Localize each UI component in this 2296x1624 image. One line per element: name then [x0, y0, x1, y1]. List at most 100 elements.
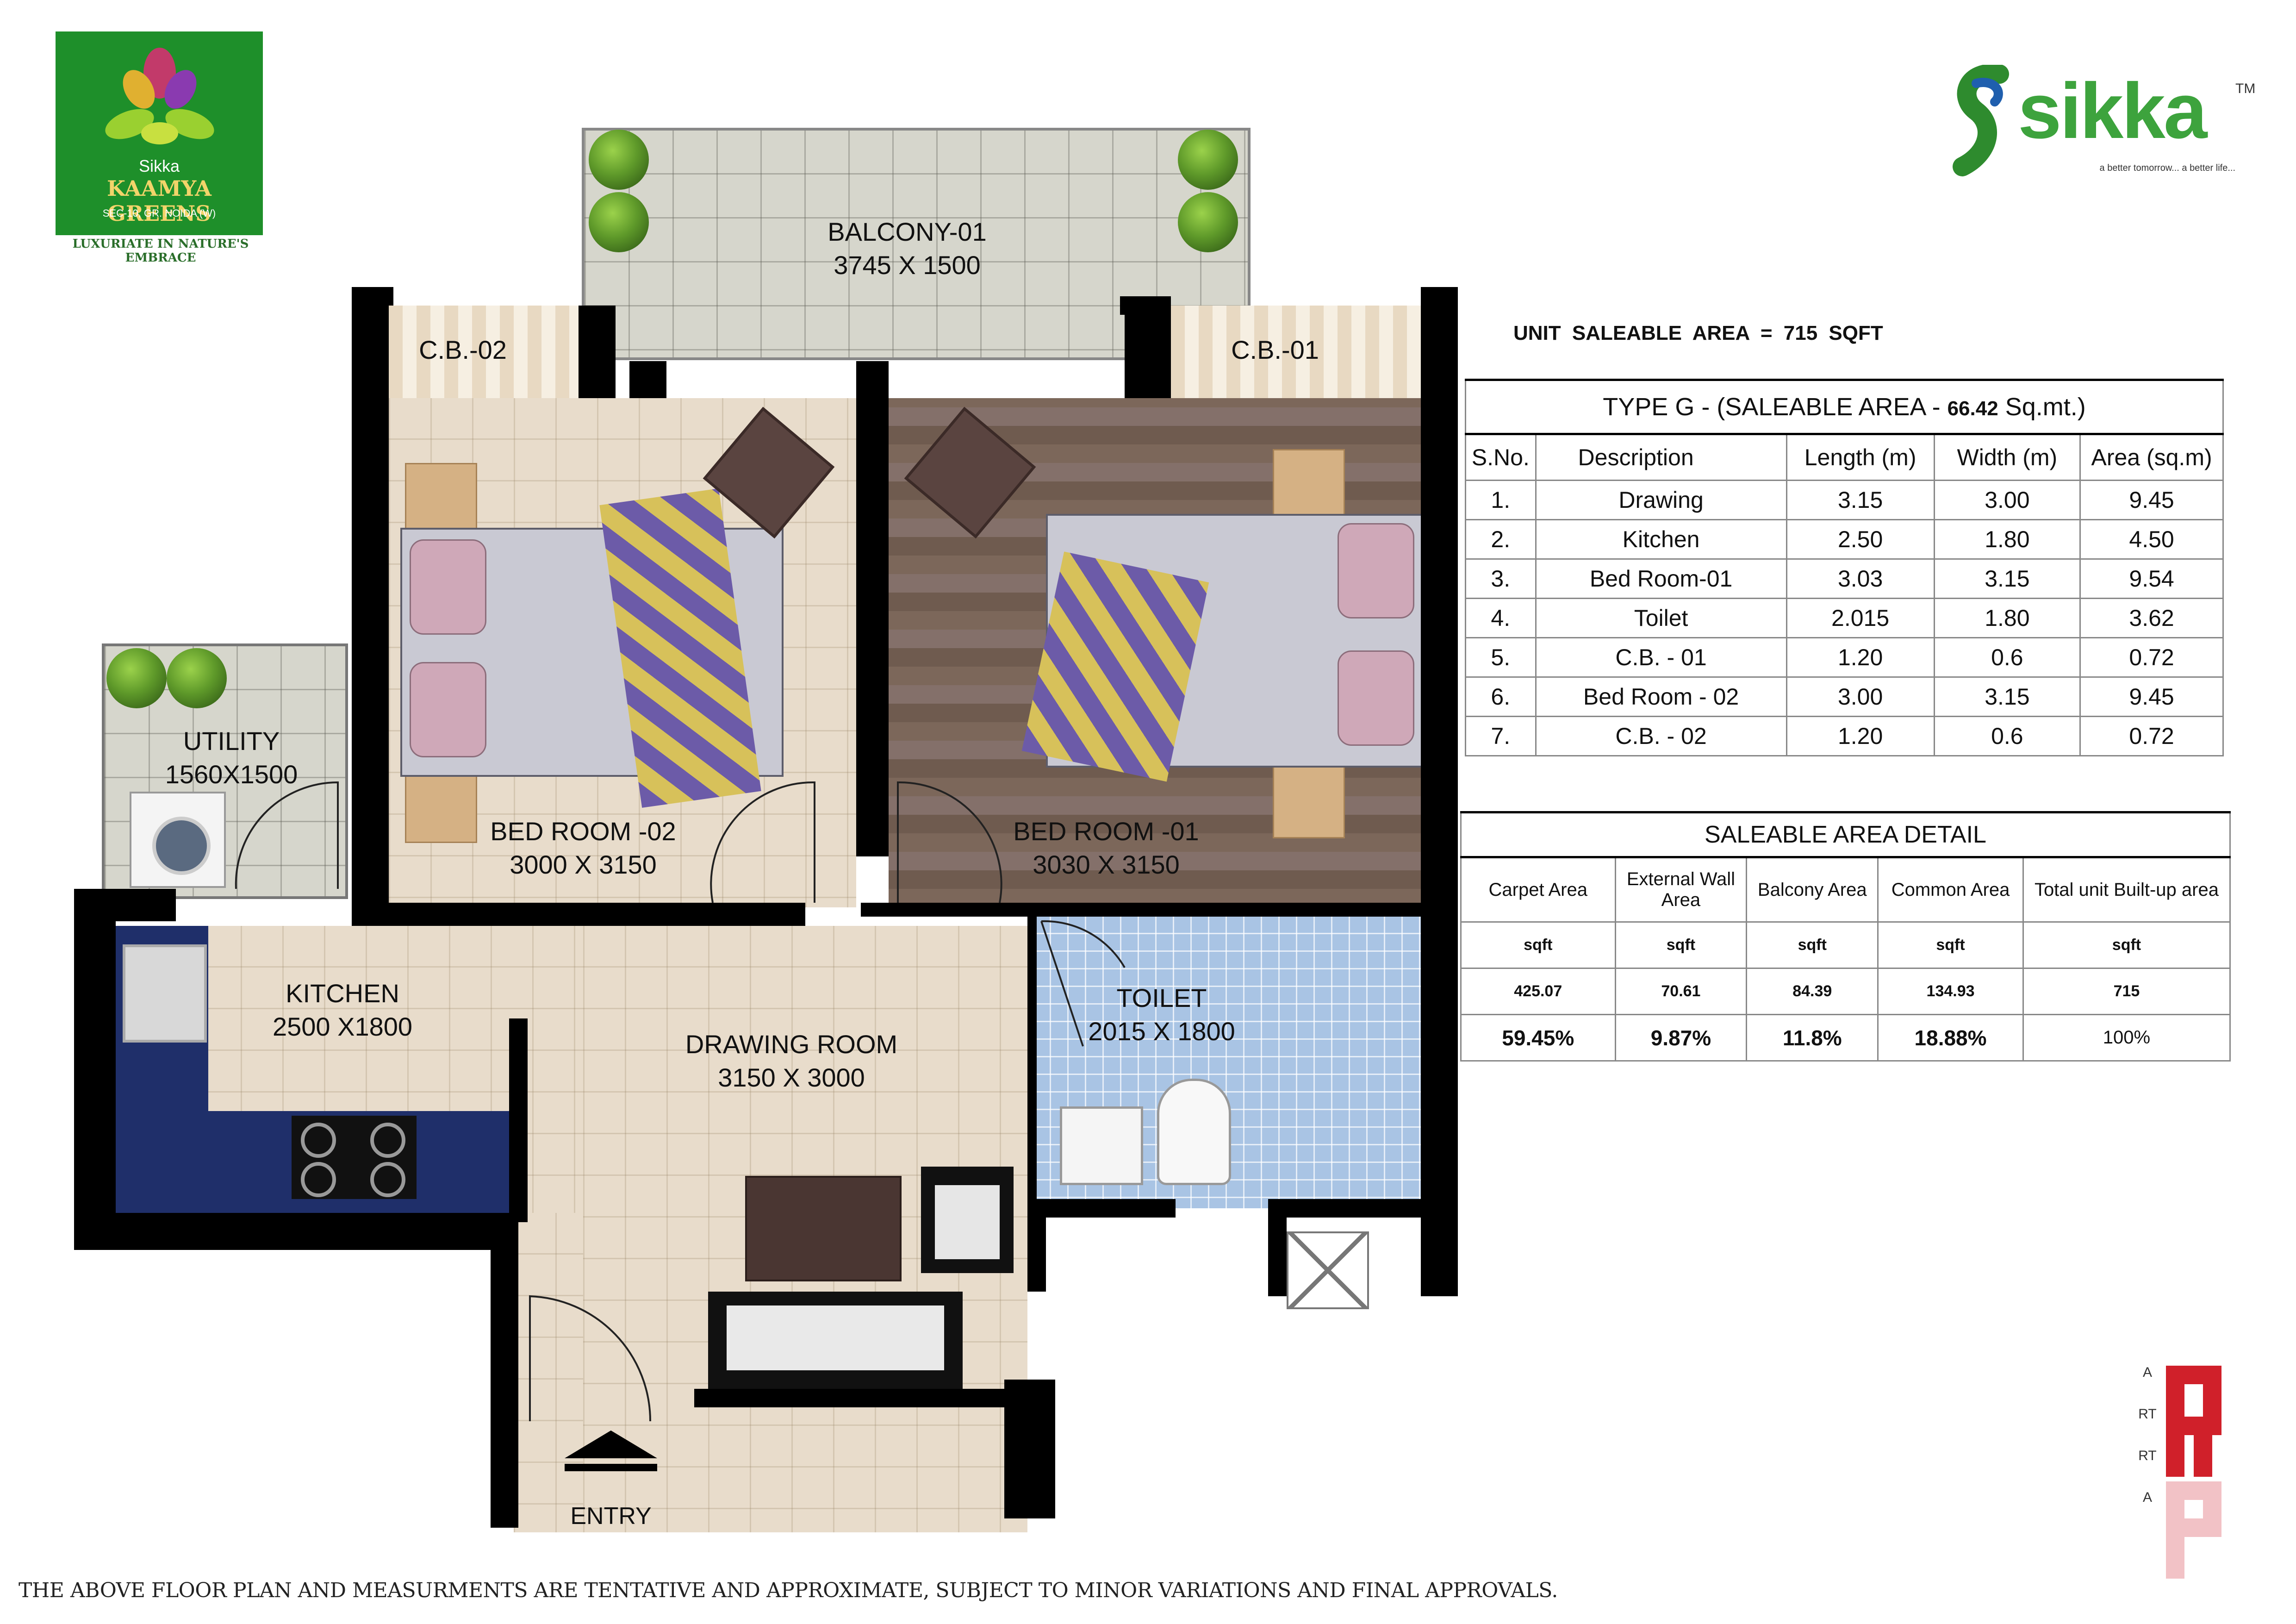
wall — [861, 903, 1421, 917]
architect-mark-icon — [2166, 1366, 2221, 1579]
shrub — [589, 130, 649, 190]
company-emblem-icon — [1953, 65, 2009, 176]
entry-arrow-icon — [565, 1430, 657, 1471]
wall — [1027, 917, 1037, 1218]
pillow — [1338, 523, 1414, 618]
saleable-table-header-cell: Carpet Area — [1460, 856, 1616, 923]
type-table-cell: 4. — [1465, 598, 1537, 638]
wall — [694, 1389, 1027, 1407]
utility-name: UTILITY — [183, 726, 280, 756]
type-table-row: 2. Kitchen 2.50 1.80 4.50 — [1465, 519, 2224, 560]
door-swing-entry — [529, 1295, 651, 1422]
company-tagline: a better tomorrow... a better life... — [2099, 163, 2235, 173]
cb01-area — [1171, 306, 1421, 398]
sink-icon — [123, 944, 207, 1043]
company-logo: sikka TM a better tomorrow... a better l… — [1935, 60, 2268, 190]
type-table-header-cell: S.No. — [1465, 433, 1537, 481]
toilet-name: TOILET — [1116, 983, 1207, 1012]
type-table-cell: 0.6 — [1933, 716, 2081, 756]
type-table-cell: 3.15 — [1933, 558, 2081, 599]
type-table-row: 6. Bed Room - 02 3.00 3.15 9.45 — [1465, 676, 2224, 717]
wall — [509, 1018, 528, 1222]
cb02-area — [389, 306, 579, 398]
type-table-cell: 5. — [1465, 637, 1537, 678]
type-table-cell: 6. — [1465, 676, 1537, 717]
wall — [1268, 1199, 1287, 1296]
saleable-area-table: SALEABLE AREA DETAIL Carpet Area Externa… — [1460, 811, 2231, 1062]
bedroom01-label: BED ROOM -01 3030 X 3150 — [977, 815, 1236, 881]
leaf-cluster-icon — [105, 48, 214, 144]
type-table-title-suffix: Sq.mt.) — [1998, 393, 2086, 421]
wc-icon — [1157, 1079, 1231, 1185]
wall — [1277, 1199, 1458, 1218]
saleable-table-percent: 9.87% — [1614, 1014, 1748, 1062]
saleable-table-percent: 18.88% — [1877, 1014, 2024, 1062]
type-table-cell: 3.00 — [1933, 480, 2081, 520]
type-table-cell: 3.62 — [2079, 598, 2224, 638]
project-name-line2: KAAMYA GREENS — [106, 176, 212, 226]
type-table-cell: 0.72 — [2079, 637, 2224, 678]
type-table-cell: 3.00 — [1786, 676, 1935, 717]
nightstand — [405, 771, 477, 843]
saleable-table-percent: 100% — [2022, 1014, 2231, 1062]
saleable-table-value: 84.39 — [1746, 968, 1879, 1015]
saleable-table-value: 134.93 — [1877, 968, 2024, 1015]
wall — [1125, 306, 1171, 398]
architect-logo: ARTRTA — [2138, 1352, 2231, 1593]
project-logo: Sikka KAAMYA GREENS SEC-10, GR. NOIDA (W… — [56, 31, 263, 235]
saleable-table-header-cell: External Wall Area — [1614, 856, 1748, 923]
type-table-row: 1. Drawing 3.15 3.00 9.45 — [1465, 480, 2224, 520]
saleable-table-value: 715 — [2022, 968, 2231, 1015]
door-swing-toilet — [1040, 920, 1126, 1047]
type-table-cell: 0.6 — [1933, 637, 2081, 678]
drawing-floor-lower — [514, 1213, 583, 1532]
type-table-title-value: 66.42 — [1947, 397, 1998, 420]
type-table-header-cell: Area (sq.m) — [2079, 433, 2224, 481]
wall — [1027, 1199, 1176, 1218]
type-table-row: 4. Toilet 2.015 1.80 3.62 — [1465, 598, 2224, 638]
shrub — [1178, 192, 1238, 252]
pillow — [1338, 650, 1414, 746]
type-table-header: S.No. Description Length (m) Width (m) A… — [1465, 433, 2224, 481]
drawing-label: DRAWING ROOM 3150 X 3000 — [625, 1028, 958, 1094]
type-table-cell: 1.80 — [1933, 519, 2081, 560]
project-tagline: LUXURIATE IN NATURE'S EMBRACE — [72, 237, 249, 265]
project-location: SEC-10, GR. NOIDA (W) — [102, 207, 216, 219]
nightstand — [405, 463, 477, 535]
shrub — [167, 648, 227, 708]
type-table-cell: 1.20 — [1786, 716, 1935, 756]
saleable-table-percent: 11.8% — [1746, 1014, 1879, 1062]
type-table-row: 3. Bed Room-01 3.03 3.15 9.54 — [1465, 558, 2224, 599]
saleable-table-percent: 59.45% — [1460, 1014, 1616, 1062]
sofa-icon — [708, 1292, 963, 1389]
bedroom02-label: BED ROOM -02 3000 X 3150 — [454, 815, 713, 881]
wall — [491, 1213, 518, 1528]
saleable-table-unit: sqft — [2022, 921, 2231, 969]
bedroom01-size: 3030 X 3150 — [1033, 850, 1180, 879]
cb01-label: C.B.-01 — [1231, 335, 1319, 364]
balcony-label: BALCONY-01 3745 X 1500 — [745, 215, 1069, 282]
bedroom02-size: 3000 X 3150 — [510, 850, 657, 879]
type-table-header-cell: Width (m) — [1933, 433, 2081, 481]
saleable-table-unit: sqft — [1460, 921, 1616, 969]
duct-box — [1287, 1231, 1369, 1309]
bedroom01-name: BED ROOM -01 — [1013, 817, 1199, 846]
saleable-table-units: sqft sqft sqft sqft sqft — [1460, 921, 2231, 969]
type-table-cell: 9.54 — [2079, 558, 2224, 599]
kitchen-size: 2500 X1800 — [272, 1012, 413, 1041]
saleable-table-percents: 59.45% 9.87% 11.8% 18.88% 100% — [1460, 1014, 2231, 1062]
type-table-cell: 3.15 — [1786, 480, 1935, 520]
saleable-table-value: 425.07 — [1460, 968, 1616, 1015]
saleable-table-header-cell: Balcony Area — [1746, 856, 1879, 923]
door-swing-bedroom02 — [710, 781, 815, 903]
dining-table-icon — [745, 1176, 902, 1281]
washbasin-icon — [1060, 1106, 1143, 1185]
wall — [352, 287, 389, 907]
saleable-table-title: SALEABLE AREA DETAIL — [1460, 812, 2231, 858]
type-table-cell: 2. — [1465, 519, 1537, 560]
kitchen-label: KITCHEN 2500 X1800 — [231, 977, 454, 1043]
saleable-table-header-cell: Common Area — [1877, 856, 2024, 923]
door-swing-bedroom01 — [897, 781, 1002, 903]
type-table-cell: 2.50 — [1786, 519, 1935, 560]
wall — [856, 361, 889, 856]
